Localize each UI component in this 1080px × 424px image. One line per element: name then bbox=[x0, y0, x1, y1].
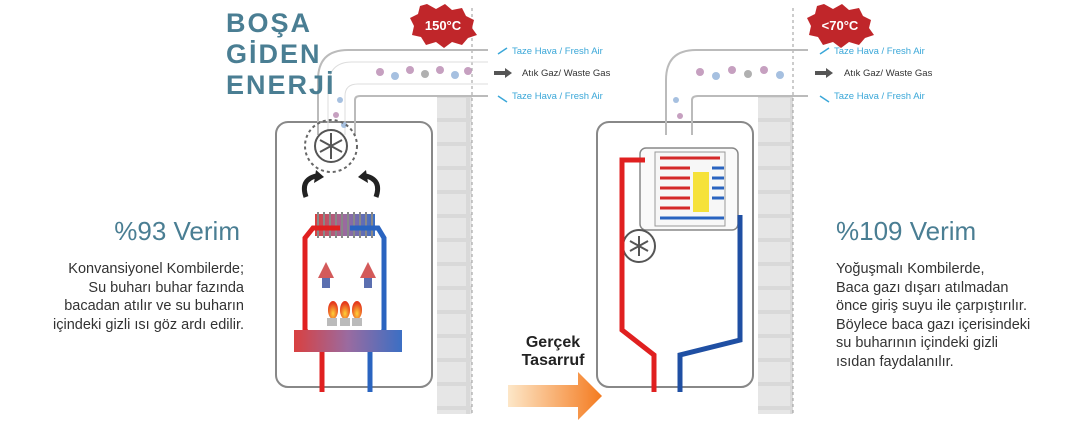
left-fresh-air-bottom-label: Taze Hava / Fresh Air bbox=[512, 91, 603, 102]
savings-line-1: Gerçek bbox=[525, 334, 581, 351]
left-temp-badge-text: 150°C bbox=[425, 18, 462, 33]
savings-line-2: Tasarruf bbox=[521, 352, 585, 369]
left-desc-line: bacadan atılır ve su buharın bbox=[64, 298, 244, 314]
right-desc-line: Böylece baca gazı içerisindeki bbox=[836, 316, 1031, 333]
right-description: Yoğuşmalı Kombilerde, Baca gazı dışarı a… bbox=[836, 260, 1030, 371]
left-efficiency: %93 Verim bbox=[114, 216, 240, 246]
right-efficiency: %109 Verim bbox=[836, 216, 977, 246]
right-cold-pipe bbox=[677, 215, 743, 392]
right-desc-line: ısıdan faydalanılır. bbox=[836, 353, 954, 370]
left-desc-line: Konvansiyonel Kombilerde; bbox=[68, 261, 244, 277]
right-temp-badge: <70°C bbox=[807, 4, 874, 48]
right-fan-icon bbox=[622, 229, 656, 263]
left-desc-line: içindeki gizli ısı göz ardı edilir. bbox=[53, 316, 244, 333]
right-desc-line: önce giriş suyu ile çarpıştırılır. bbox=[836, 298, 1027, 314]
left-waste-gas-label: Atık Gaz/ Waste Gas bbox=[522, 68, 611, 79]
left-temp-badge: 150°C bbox=[410, 4, 477, 48]
left-fan-icon bbox=[304, 119, 358, 173]
title-line-1: BOŞA bbox=[226, 8, 313, 38]
left-desc-line: Su buharı buhar fazında bbox=[88, 279, 244, 296]
left-heat-exchanger bbox=[294, 212, 402, 392]
page-title: BOŞA GİDEN ENERJİ bbox=[226, 8, 336, 101]
left-flue-pipe bbox=[317, 49, 488, 135]
left-curved-arrow-icon bbox=[301, 173, 317, 198]
right-flue-pipe bbox=[665, 49, 808, 135]
right-wall bbox=[758, 8, 794, 414]
left-waste-arrow-icon bbox=[494, 68, 512, 78]
right-desc-line: Baca gazı dışarı atılmadan bbox=[836, 279, 1009, 296]
right-desc-line: su buharının içindeki gizli bbox=[836, 335, 999, 351]
right-hot-pipe bbox=[619, 157, 657, 392]
left-fresh-air-top-label: Taze Hava / Fresh Air bbox=[512, 46, 603, 57]
right-condensing-exchanger bbox=[639, 147, 739, 231]
left-flow-arrows bbox=[497, 47, 508, 103]
savings-label: Gerçek Tasarruf bbox=[510, 334, 596, 370]
right-waste-arrow-icon bbox=[815, 68, 833, 78]
right-flow-arrows bbox=[819, 47, 830, 103]
right-waste-gas-label: Atık Gaz/ Waste Gas bbox=[844, 68, 933, 79]
left-wall bbox=[437, 8, 473, 414]
title-line-3: ENERJİ bbox=[226, 70, 336, 100]
left-burner-flames bbox=[327, 301, 362, 326]
right-temp-badge-text: <70°C bbox=[822, 18, 859, 33]
left-description: Konvansiyonel Kombilerde; Su buharı buha… bbox=[53, 260, 244, 334]
right-curved-arrow-icon bbox=[365, 173, 381, 198]
right-fresh-air-bottom-label: Taze Hava / Fresh Air bbox=[834, 91, 925, 102]
right-desc-line: Yoğuşmalı Kombilerde, bbox=[836, 261, 985, 277]
savings-arrow-icon bbox=[508, 372, 602, 420]
title-line-2: GİDEN bbox=[226, 39, 322, 69]
right-fresh-air-top-label: Taze Hava / Fresh Air bbox=[834, 46, 925, 57]
